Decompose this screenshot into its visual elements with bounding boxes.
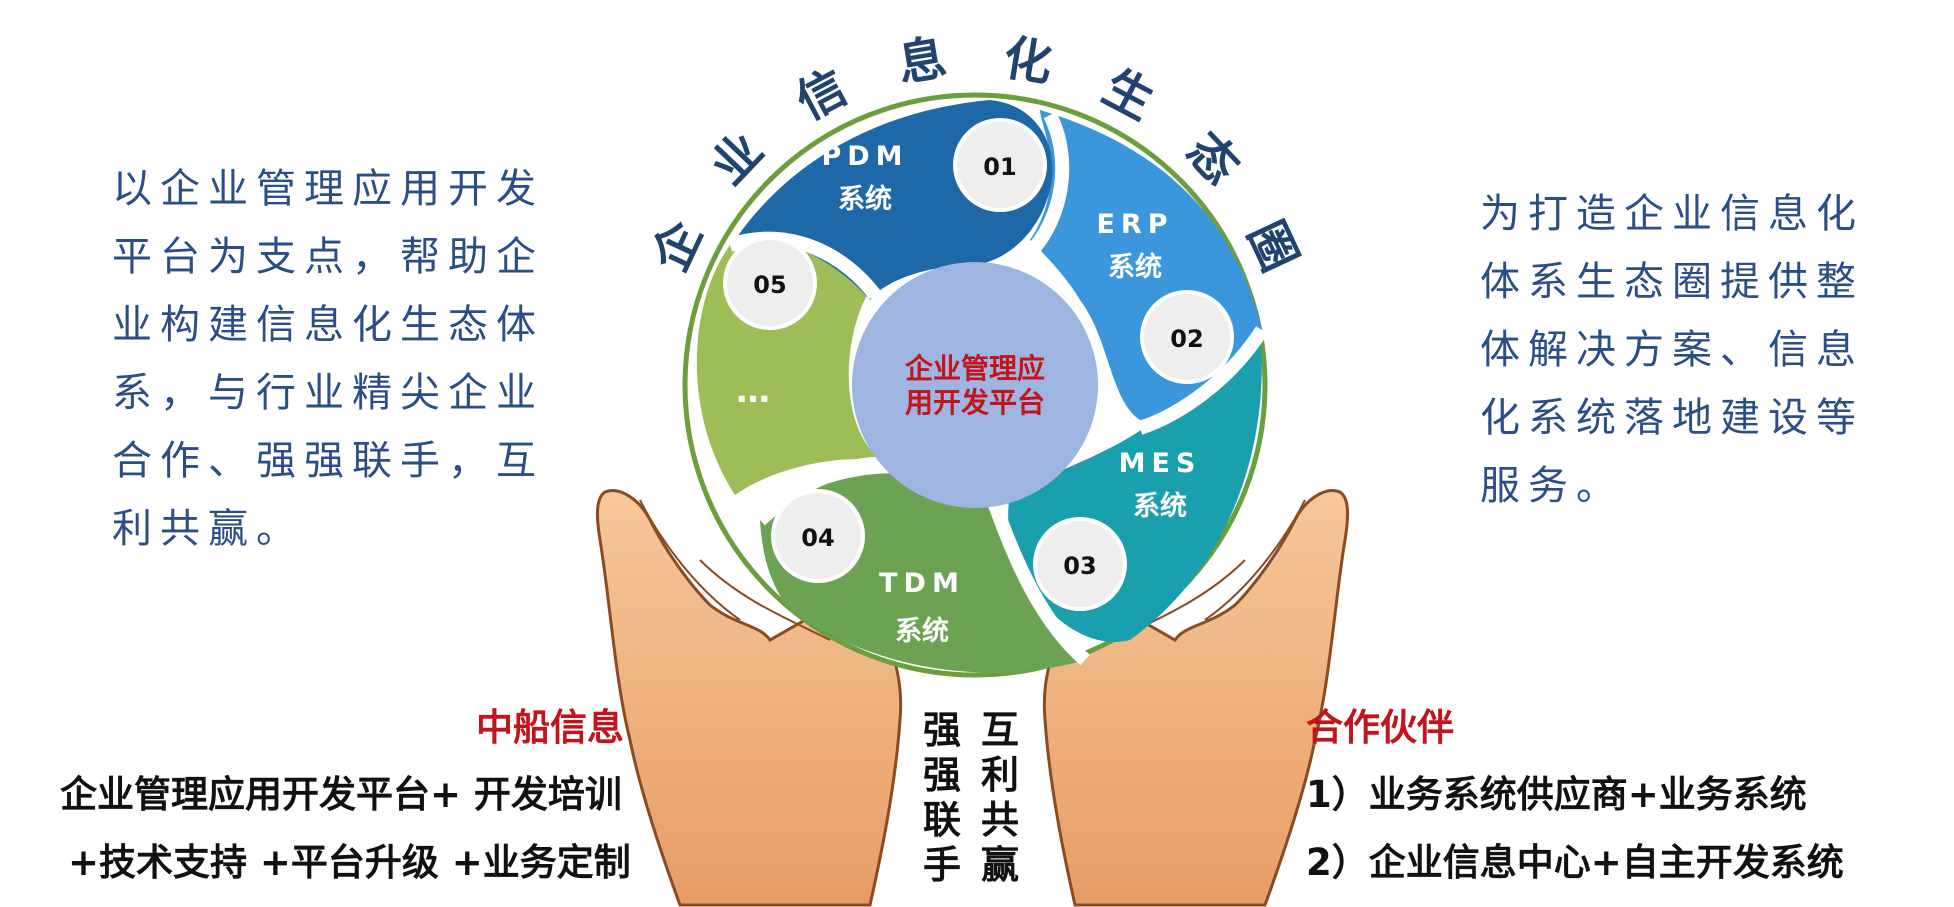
number-02: 02 <box>1170 325 1203 353</box>
left-paragraph-line: 业构建信息化生态体 <box>112 302 544 348</box>
number-bubble-01: 01 <box>953 118 1047 212</box>
right-paragraph: 为打造企业信息化体系生态圈提供整体解决方案、信息化系统落地建设等服务。 <box>1480 180 1860 520</box>
right-paragraph-line: 服务。 <box>1480 463 1624 509</box>
number-bubble-05: 05 <box>723 236 817 330</box>
title-char: 企 <box>642 212 713 280</box>
number-05: 05 <box>753 271 786 299</box>
left-paragraph-line: 以企业管理应用开发 <box>112 166 544 212</box>
more-ellipsis: … <box>736 371 770 411</box>
vertical-left-char: 联 <box>922 798 961 842</box>
vertical-left-char: 强 <box>922 753 961 797</box>
left-paragraph-line: 合作、强强联手，互 <box>112 438 544 484</box>
right-paragraph-line: 为打造企业信息化 <box>1480 191 1864 237</box>
right-paragraph-line: 体解决方案、信息 <box>1480 327 1864 373</box>
tdm-label: TDM <box>879 568 965 599</box>
pdm-sub-label: 系统 <box>838 183 892 215</box>
center-label-line2: 用开发平台 <box>905 386 1045 419</box>
vertical-text-right: 互 利 共 赢 <box>978 708 1022 888</box>
vertical-text-left: 强 强 联 手 <box>920 708 964 888</box>
title-char: 化 <box>1000 30 1056 93</box>
mes-label: MES <box>1119 448 1202 479</box>
tdm-sub-label: 系统 <box>895 615 949 647</box>
vertical-right-char: 赢 <box>980 843 1019 887</box>
number-bubble-02: 02 <box>1140 290 1234 384</box>
partner-line2: 2）企业信息中心+自主开发系统 <box>1306 841 1844 884</box>
number-03: 03 <box>1063 552 1096 580</box>
vertical-left-char: 手 <box>922 843 961 887</box>
partner-line1: 1）业务系统供应商+业务系统 <box>1306 773 1807 816</box>
number-01: 01 <box>983 153 1016 181</box>
vertical-right-char: 利 <box>980 753 1019 797</box>
right-paragraph-line: 体系生态圈提供整 <box>1480 259 1864 305</box>
vertical-right-char: 互 <box>980 708 1019 752</box>
title-char: 息 <box>894 30 950 93</box>
zhongchuan-line1: 企业管理应用开发平台+ 开发培训 <box>60 773 622 816</box>
left-hand-illustration <box>595 489 903 907</box>
mes-sub-label: 系统 <box>1133 490 1187 522</box>
center-label-line1: 企业管理应 <box>905 352 1045 385</box>
center-disk <box>852 262 1098 508</box>
left-paragraph-line: 利共赢。 <box>112 506 304 552</box>
number-bubble-04: 04 <box>771 489 865 583</box>
left-paragraph-line: 平台为支点，帮助企 <box>112 234 544 280</box>
right-hand-illustration <box>1042 489 1350 907</box>
zhongchuan-line2: +技术支持 +平台升级 +业务定制 <box>68 841 631 884</box>
title-char: 圈 <box>1237 213 1308 280</box>
right-paragraph-line: 化系统落地建设等 <box>1480 395 1864 441</box>
vertical-left-char: 强 <box>922 708 961 752</box>
left-paragraph: 以企业管理应用开发平台为支点，帮助企业构建信息化生态体系，与行业精尖企业合作、强… <box>112 155 544 563</box>
zhongchuan-heading: 中船信息 <box>476 706 624 749</box>
erp-label: ERP <box>1096 209 1173 240</box>
vertical-right-char: 共 <box>980 798 1019 842</box>
number-04: 04 <box>801 524 834 552</box>
title-char: 生 <box>1094 59 1163 131</box>
erp-sub-label: 系统 <box>1108 251 1162 283</box>
left-paragraph-line: 系，与行业精尖企业 <box>112 370 544 416</box>
pdm-label: PDM <box>821 141 908 172</box>
number-bubble-03: 03 <box>1033 517 1127 611</box>
title-char: 信 <box>787 59 856 131</box>
partner-heading: 合作伙伴 <box>1306 706 1454 749</box>
